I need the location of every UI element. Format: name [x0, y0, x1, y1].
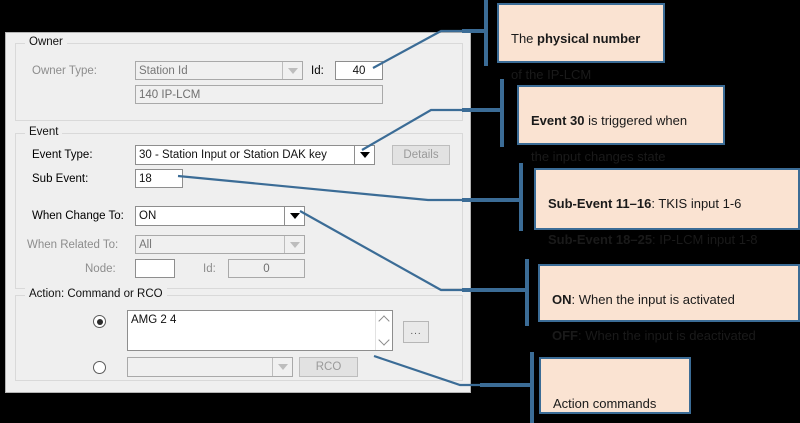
bracket-sub-event: [519, 163, 523, 231]
chevron-down-icon: [289, 241, 300, 248]
chevron-down-icon: [287, 67, 298, 74]
callout-on-off-line2: OFF: When the input is deactivated: [552, 328, 756, 343]
callout-action-commands-line1: Action commands: [553, 396, 657, 411]
bracket-event-30: [500, 79, 504, 147]
when-change-to-combobox[interactable]: ON: [135, 206, 305, 226]
bracket-physical-number: [484, 0, 488, 66]
callout-action-commands: Action commands: [539, 357, 691, 414]
chevron-down-icon: [289, 213, 300, 219]
event-type-value: 30 - Station Input or Station DAK key: [139, 149, 327, 161]
command-value: AMG 2 4: [131, 314, 177, 326]
when-change-to-dropdown-arrow[interactable]: [284, 207, 304, 225]
event-configuration-dialog: Owner Owner Type: Station Id Id: 40 140 …: [5, 32, 471, 393]
node-input[interactable]: [135, 259, 175, 278]
owner-type-value: Station Id: [139, 65, 188, 77]
action-group-title: Action: Command or RCO: [25, 288, 167, 300]
bracket-stub-event-30: [462, 108, 504, 112]
owner-id-input[interactable]: 40: [335, 61, 383, 80]
callout-on-off-line1: ON: When the input is activated: [552, 292, 735, 307]
event-details-button[interactable]: Details: [392, 145, 450, 165]
owner-id-label: Id:: [311, 65, 324, 77]
chevron-up-icon: [378, 315, 390, 327]
sub-event-label: Sub Event:: [32, 173, 89, 185]
bracket-on-off: [525, 259, 529, 326]
bracket-stub-sub-event: [462, 198, 523, 202]
sub-event-input[interactable]: 18: [135, 169, 183, 188]
bracket-stub-on-off: [462, 288, 529, 292]
browse-button[interactable]: ...: [403, 321, 429, 343]
rco-radio-button[interactable]: [93, 361, 106, 374]
command-textarea[interactable]: AMG 2 4: [127, 310, 393, 351]
when-change-to-label: When Change To:: [32, 210, 124, 222]
bracket-stub-physical-number: [462, 29, 488, 33]
when-related-to-combobox: All: [135, 235, 305, 254]
node-label: Node:: [85, 263, 116, 275]
callout-sub-event-ranges: Sub-Event 11–16: TKIS input 1-6 Sub-Even…: [534, 168, 800, 247]
callout-physical-number: The physical number of the IP-LCM: [497, 3, 665, 82]
scroll-down-button[interactable]: [376, 332, 392, 348]
when-change-to-value: ON: [139, 210, 157, 222]
callout-event-30: Event 30 is triggered when the input cha…: [517, 85, 725, 164]
event-id-input: 0: [228, 259, 305, 278]
callout-sub-event-line1: Sub-Event 11–16: TKIS input 1-6: [548, 196, 742, 211]
owner-group-title: Owner: [25, 36, 67, 48]
event-type-dropdown-arrow[interactable]: [354, 146, 374, 164]
command-scrollbar[interactable]: [375, 311, 392, 350]
owner-type-dropdown-arrow[interactable]: [282, 62, 302, 79]
rco-button[interactable]: RCO: [299, 357, 358, 377]
chevron-down-icon: [378, 334, 390, 346]
callout-event-30-line1: Event 30 is triggered when: [531, 113, 688, 128]
command-radio-button[interactable]: [93, 315, 106, 328]
event-group-title: Event: [25, 126, 63, 138]
action-groupbox: Action: Command or RCO: [15, 288, 463, 381]
chevron-down-icon: [359, 152, 370, 158]
owner-type-combobox[interactable]: Station Id: [135, 61, 303, 80]
callout-event-30-line2: the input changes state: [531, 149, 666, 164]
callout-sub-event-line2: Sub-Event 18–25: IP-LCM input 1-8: [548, 232, 758, 247]
when-related-to-dropdown-arrow: [284, 236, 304, 253]
rco-dropdown-arrow: [272, 358, 292, 376]
chevron-down-icon: [277, 364, 288, 370]
owner-groupbox: Owner: [15, 36, 463, 121]
callout-on-off-meaning: ON: When the input is activated OFF: Whe…: [538, 264, 800, 343]
bracket-stub-action-commands: [480, 383, 534, 387]
scroll-up-button[interactable]: [376, 313, 392, 329]
rco-combobox: [127, 357, 293, 377]
when-related-to-label: When Related To:: [27, 239, 119, 251]
callout-physical-number-line1: The physical number: [511, 31, 641, 46]
event-type-combobox[interactable]: 30 - Station Input or Station DAK key: [135, 145, 375, 165]
event-type-label: Event Type:: [32, 149, 93, 161]
bracket-action-commands: [530, 352, 534, 423]
when-related-to-value: All: [139, 239, 152, 251]
owner-name-input: 140 IP-LCM: [135, 85, 383, 104]
owner-type-label: Owner Type:: [32, 65, 97, 77]
event-id-label: Id:: [203, 263, 216, 275]
callout-physical-number-line2: of the IP-LCM: [511, 67, 592, 82]
